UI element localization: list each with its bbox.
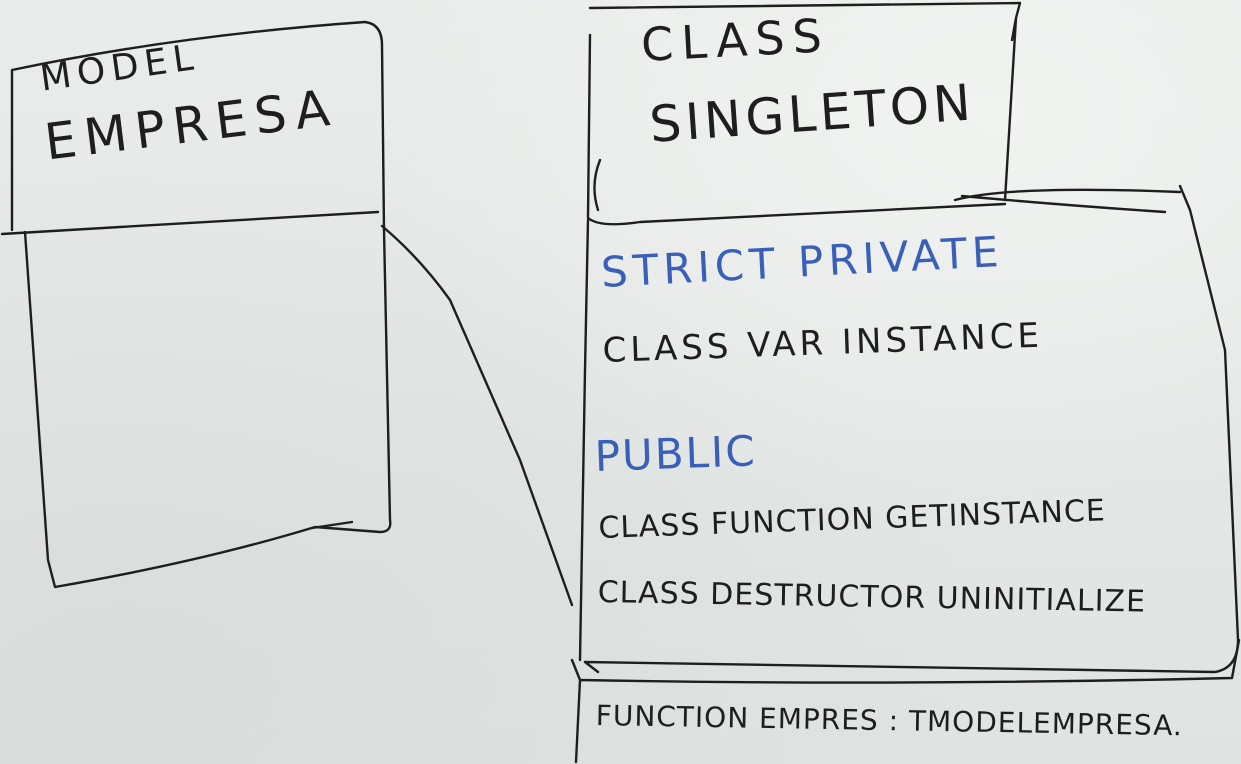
singleton-header-box (586, 1, 1022, 226)
connector-line (380, 224, 574, 607)
model-box-outline (10, 20, 392, 589)
model-box-tick (310, 520, 354, 530)
model-box-header-divider (0, 210, 380, 236)
singleton-header-scribble (593, 158, 1182, 214)
singleton-footer-box (570, 638, 1241, 764)
singleton-title-line1: CLASS (639, 8, 832, 72)
section-label-public: PUBLIC (593, 426, 758, 481)
